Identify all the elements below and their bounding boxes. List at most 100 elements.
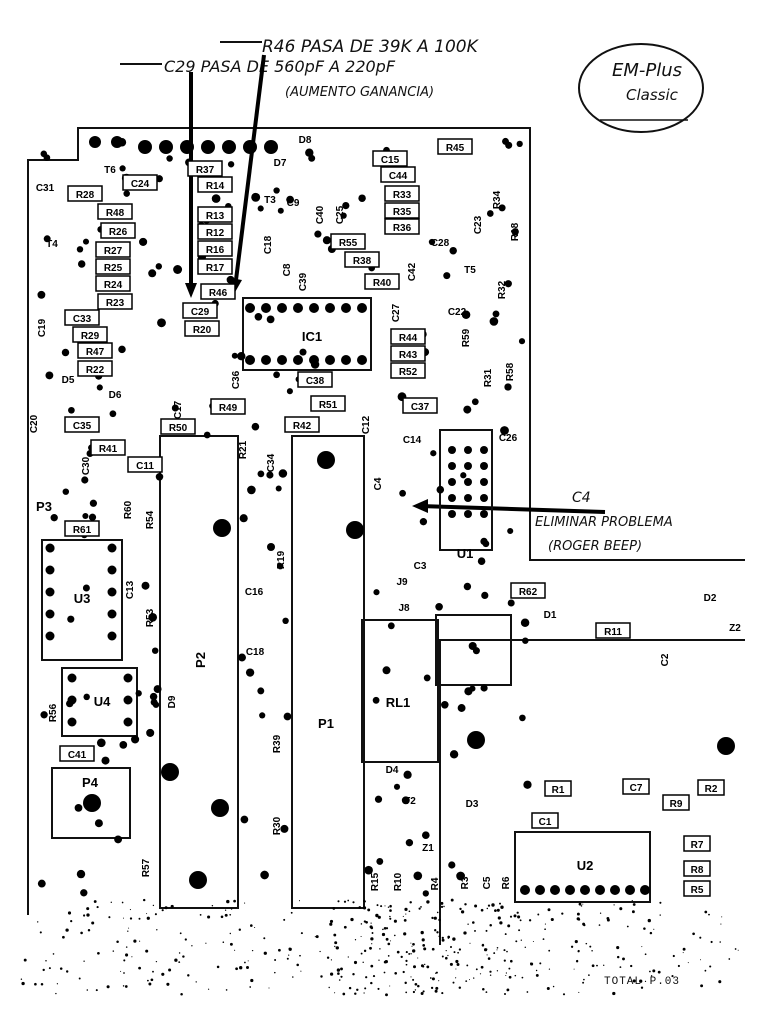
speckle-dot xyxy=(383,926,387,930)
solder-pad xyxy=(346,521,364,539)
component-label: R3 xyxy=(460,876,471,889)
component-c19: C19 xyxy=(37,318,48,337)
component-label: T2 xyxy=(404,796,416,807)
solder-pad xyxy=(254,312,263,321)
speckle-dot xyxy=(319,950,321,953)
speckle-dot xyxy=(288,947,292,951)
speckle-dot xyxy=(420,930,424,935)
component-c3: C3 xyxy=(414,561,427,572)
component-label: Z1 xyxy=(422,843,434,854)
solder-pad xyxy=(463,582,472,591)
speckle-dot xyxy=(438,935,441,938)
speckle-dot xyxy=(548,968,551,970)
component-r15: R15 xyxy=(370,872,381,891)
component-u4: U4 xyxy=(94,694,111,709)
speckle-dot xyxy=(48,967,51,970)
solder-pad xyxy=(640,885,650,895)
speckle-dot xyxy=(417,957,419,959)
speckle-dot xyxy=(133,939,137,943)
speckle-dot xyxy=(263,937,266,940)
speckle-dot xyxy=(145,949,149,953)
solder-pad xyxy=(317,451,335,469)
speckle-dot xyxy=(449,962,453,966)
component-c42: C42 xyxy=(407,262,418,281)
speckle-dot xyxy=(93,900,97,903)
component-label: R41 xyxy=(99,444,118,455)
component-label: D8 xyxy=(299,135,312,146)
speckle-dot xyxy=(226,899,230,904)
speckle-dot xyxy=(358,906,362,909)
component-label: D3 xyxy=(466,799,479,810)
speckle-dot xyxy=(480,908,484,912)
solder-pad xyxy=(80,889,88,897)
solder-pad xyxy=(43,154,51,162)
solder-pad xyxy=(74,804,83,812)
speckle-dot xyxy=(342,992,346,996)
component-label: T6 xyxy=(104,165,116,176)
speckle-dot xyxy=(505,972,508,974)
speckle-dot xyxy=(699,936,702,939)
speckle-dot xyxy=(420,906,422,908)
component-label: R52 xyxy=(399,367,418,378)
speckle-dot xyxy=(632,903,636,906)
speckle-dot xyxy=(441,955,444,958)
speckle-dot xyxy=(548,949,551,952)
solder-pad xyxy=(480,446,488,454)
solder-pad xyxy=(372,696,380,704)
component-c31: C31 xyxy=(36,183,55,194)
speckle-dot xyxy=(422,990,425,993)
speckle-dot xyxy=(411,945,413,947)
speckle-dot xyxy=(517,915,521,919)
component-r49: R49 xyxy=(210,398,246,415)
speckle-dot xyxy=(330,959,332,961)
solder-pad xyxy=(114,835,123,844)
speckle-dot xyxy=(352,972,355,976)
solder-pad xyxy=(519,714,526,722)
solder-pad xyxy=(45,587,55,597)
component-r48: R48 xyxy=(97,203,133,220)
speckle-dot xyxy=(450,898,454,902)
solder-pad xyxy=(119,165,126,172)
speckle-dot xyxy=(503,992,507,996)
component-label: R4 xyxy=(430,877,441,890)
component-r7: R7 xyxy=(683,835,711,852)
solder-pad xyxy=(480,478,488,486)
component-c39: C39 xyxy=(298,272,309,291)
speckle-dot xyxy=(146,913,148,915)
speckle-dot xyxy=(718,980,722,984)
speckle-dot xyxy=(229,942,233,946)
speckle-dot xyxy=(290,911,293,914)
solder-pad xyxy=(155,263,163,270)
component-t2: T2 xyxy=(404,796,416,807)
solder-pad xyxy=(277,207,284,214)
component-label: R10 xyxy=(393,872,404,891)
speckle-dot xyxy=(573,968,575,970)
speckle-dot xyxy=(687,962,689,964)
solder-pad xyxy=(504,280,512,288)
component-label: R1 xyxy=(552,785,565,796)
speckle-dot xyxy=(383,971,386,974)
speckle-dot xyxy=(547,908,551,912)
speckle-dot xyxy=(233,899,236,903)
component-label: C34 xyxy=(266,453,277,472)
solder-pad xyxy=(82,512,89,520)
component-label: R31 xyxy=(483,368,494,387)
component-label: C4 xyxy=(373,477,384,490)
speckle-dot xyxy=(528,919,532,922)
solder-pad xyxy=(266,471,274,479)
solder-pad xyxy=(461,310,471,319)
speckle-dot xyxy=(220,915,224,919)
speckle-dot xyxy=(320,975,323,978)
speckle-dot xyxy=(178,952,181,954)
speckle-dot xyxy=(487,904,491,907)
solder-pad xyxy=(94,819,103,828)
solder-pad xyxy=(251,422,260,431)
component-r56: R56 xyxy=(48,703,59,722)
speckle-dot xyxy=(91,921,95,925)
solder-pad xyxy=(489,317,499,326)
speckle-dot xyxy=(506,950,508,953)
component-r32: R32 xyxy=(497,280,508,299)
speckle-dot xyxy=(375,913,379,918)
component-label: R57 xyxy=(141,858,152,877)
solder-pad xyxy=(463,405,472,414)
